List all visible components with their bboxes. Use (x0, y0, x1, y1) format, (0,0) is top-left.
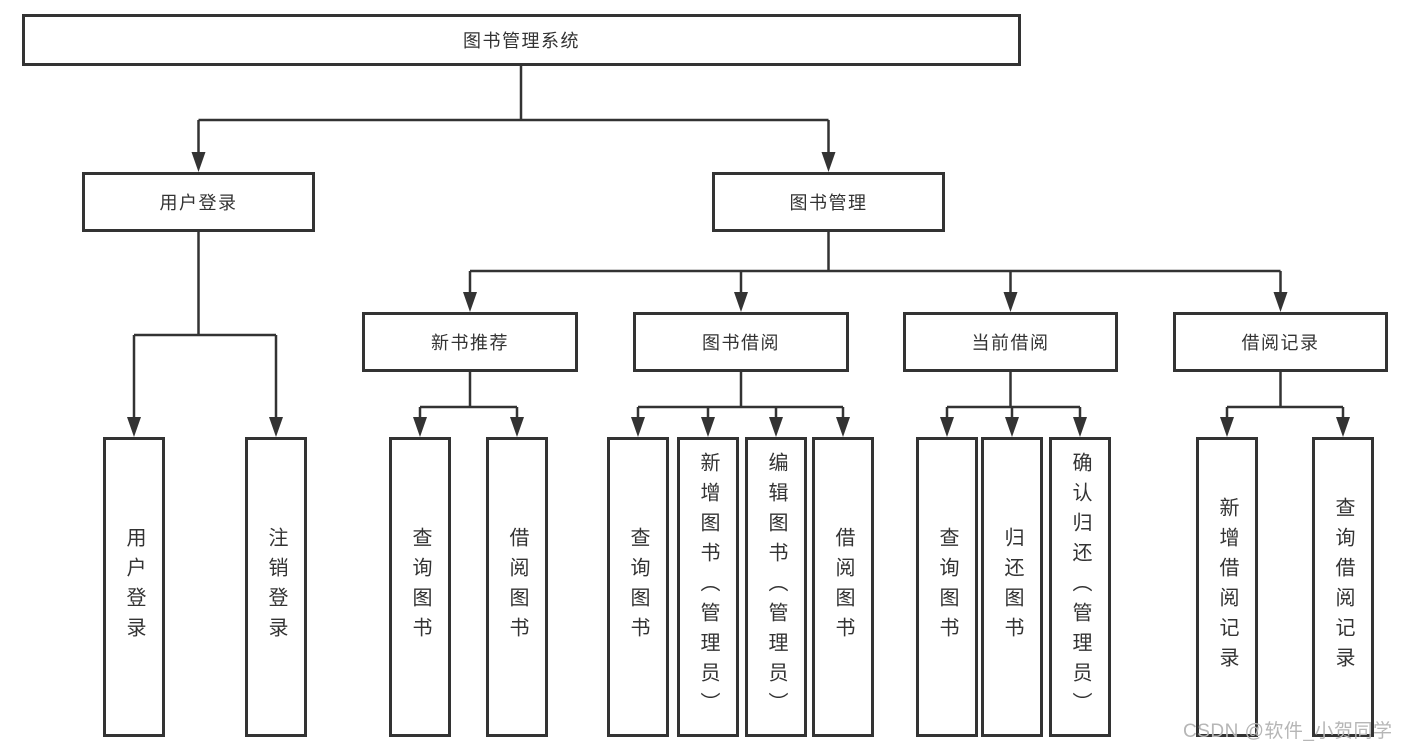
leaf-recommend-borrow-book: 借阅图书 (486, 437, 548, 737)
csdn-watermark: CSDN @软件_小贺同学 (1183, 721, 1393, 742)
leaf-confirm-return-admin: 确认归还（管理员） (1049, 437, 1111, 737)
leaf-current-query-book: 查询图书 (916, 437, 978, 737)
node-book-management: 图书管理 (712, 172, 945, 232)
node-book-borrow: 图书借阅 (633, 312, 849, 372)
node-current-borrow: 当前借阅 (903, 312, 1118, 372)
node-root-system: 图书管理系统 (22, 14, 1021, 66)
leaf-query-borrow-record: 查询借阅记录 (1312, 437, 1374, 737)
leaf-user-login: 用户登录 (103, 437, 165, 737)
node-user-login: 用户登录 (82, 172, 315, 232)
leaf-add-book-admin: 新增图书（管理员） (677, 437, 739, 737)
leaf-logout: 注销登录 (245, 437, 307, 737)
leaf-borrow-query-book: 查询图书 (607, 437, 669, 737)
node-new-book-recommend: 新书推荐 (362, 312, 578, 372)
leaf-return-book: 归还图书 (981, 437, 1043, 737)
leaf-recommend-query-book: 查询图书 (389, 437, 451, 737)
leaf-borrow-book: 借阅图书 (812, 437, 874, 737)
leaf-edit-book-admin: 编辑图书（管理员） (745, 437, 807, 737)
leaf-add-borrow-record: 新增借阅记录 (1196, 437, 1258, 737)
node-borrow-records: 借阅记录 (1173, 312, 1388, 372)
